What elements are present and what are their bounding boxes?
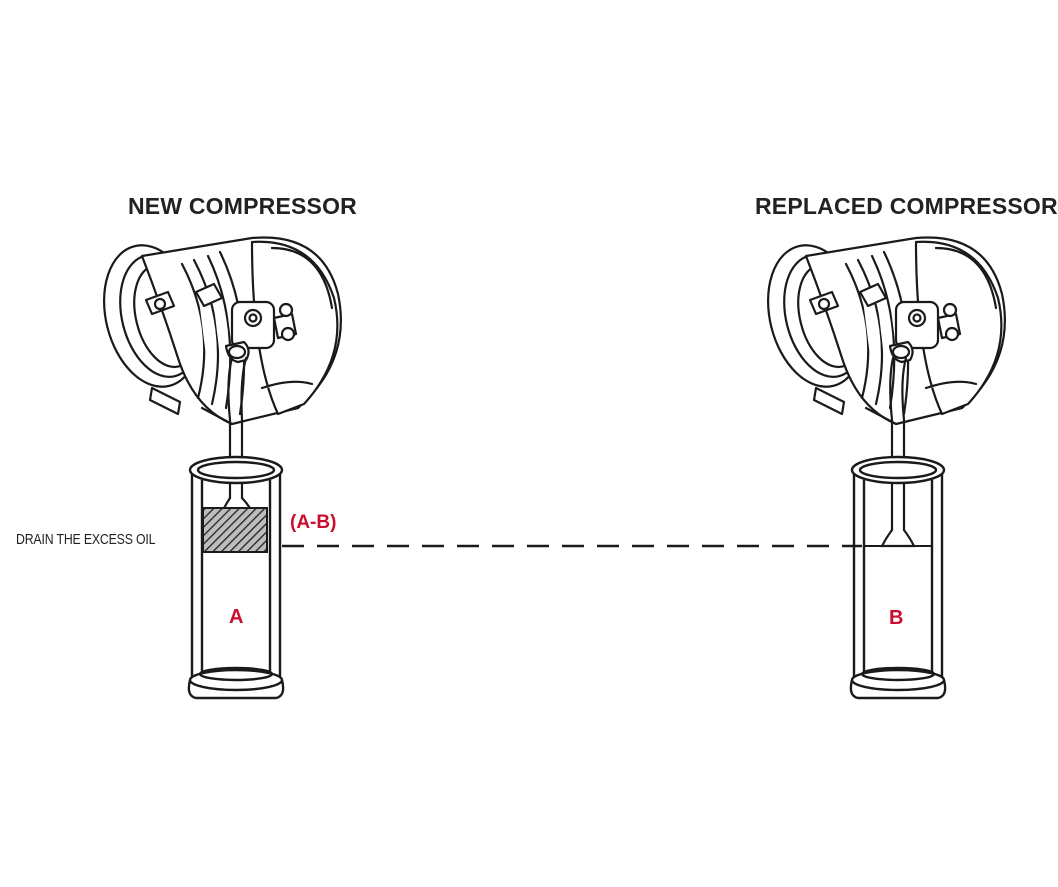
- replaced-compressor-title: REPLACED COMPRESSOR: [755, 193, 1058, 219]
- new-compressor-title: NEW COMPRESSOR: [128, 193, 357, 219]
- drain-excess-oil-label: DRAIN THE EXCESS OIL: [16, 531, 156, 548]
- replaced-compressor-cylinder: [849, 455, 947, 700]
- excess-oil-layer: [202, 507, 268, 553]
- new-compressor-illustration: [88, 233, 342, 426]
- replaced-compressor-illustration: [752, 233, 1006, 426]
- new-compressor-cylinder: [187, 455, 285, 700]
- oil-amount-b-label: B: [889, 607, 904, 629]
- difference-label: (A-B): [290, 512, 337, 533]
- oil-amount-a-label: A: [229, 606, 244, 628]
